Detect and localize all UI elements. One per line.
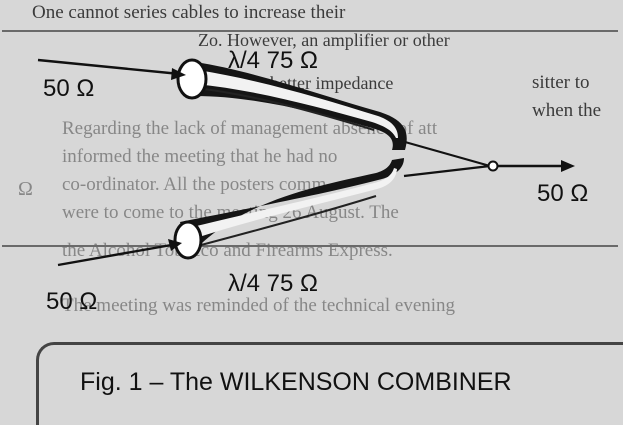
top-transmission-line [176, 58, 407, 150]
input-bottom-impedance-label: 50 Ω [46, 288, 98, 315]
top-line-impedance-label: λ/4 75 Ω [228, 47, 318, 74]
bg-text-line: Ω [18, 178, 33, 200]
input-top-impedance-label: 50 Ω [43, 75, 95, 102]
bg-text-line: co-ordinator. All the posters comm [62, 174, 327, 195]
bg-text-line: when the [532, 100, 602, 121]
junction-node [487, 160, 499, 172]
top-line-input-end [176, 58, 208, 100]
top-junction-wire [404, 140, 491, 168]
bottom-junction-wire [403, 164, 491, 178]
bg-text-line: One cannot series cables to increase the… [32, 2, 346, 23]
bottom-transmission-line [173, 158, 404, 260]
input-arrow-bottom [57, 239, 182, 267]
caption-box-border [36, 342, 623, 425]
bg-text-line: The meeting was reminded of the technica… [62, 295, 456, 316]
bottom-line-input-end [173, 220, 203, 260]
input-arrow-top [37, 58, 186, 80]
figure-caption: Fig. 1 – The WILKENSON COMBINER [80, 368, 512, 396]
figure-frame [2, 30, 618, 247]
bg-text-line: informed the meeting that he had no [62, 146, 338, 167]
combiner-diagram [37, 58, 575, 267]
bg-text-line: sitter to [532, 72, 590, 93]
output-arrow [497, 160, 575, 172]
bg-text-line: Zo. However, an amplifier or other [198, 30, 450, 50]
bg-text-line: Regarding the lack of management absence… [62, 118, 438, 139]
bottom-line-impedance-label: λ/4 75 Ω [228, 270, 318, 297]
output-impedance-label: 50 Ω [537, 180, 589, 207]
